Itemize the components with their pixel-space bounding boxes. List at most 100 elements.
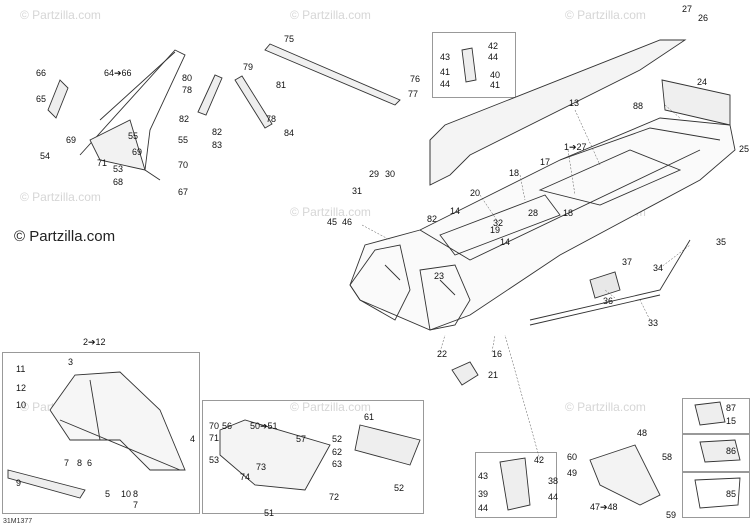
callout: 42 [488,41,499,51]
callout: 7 [133,500,139,510]
callout: 39 [478,489,489,499]
callout: 7 [64,458,70,468]
callout: 21 [488,370,499,380]
callout: 11 [16,364,26,374]
callout: 43 [478,471,489,481]
callout: 62 [332,447,343,457]
callout: 73 [256,462,267,472]
callout: 1➔27 [564,142,587,152]
callout: 81 [276,80,287,90]
callout: 70 [178,160,189,170]
callout: 53 [209,455,220,465]
callout: 87 [726,403,737,413]
callout: 3 [68,357,74,367]
callout: 61 [364,412,375,422]
callout: 5 [105,489,111,499]
callout: 24 [697,77,708,87]
callout: 4 [190,434,196,444]
callout: 76 [410,74,421,84]
callout: 29 [369,169,380,179]
callout: 16 [492,349,503,359]
callout: 14 [450,206,461,216]
callout: 48 [637,428,648,438]
callout: 33 [648,318,659,328]
callout: 84 [284,128,295,138]
callout: 56 [222,421,233,431]
callout: 74 [240,472,251,482]
callout: 70 [209,421,220,431]
callout: 82 [427,214,438,224]
callout: 82 [212,127,223,137]
callout: 50➔51 [250,421,278,431]
callout: 77 [408,89,419,99]
callout: 55 [128,131,139,141]
callout: 9 [16,478,22,488]
callout: 40 [490,70,501,80]
callout: 13 [569,98,580,108]
callout: 52 [394,483,405,493]
callout: 47➔48 [590,502,618,512]
callout: 45 [327,217,338,227]
callout: 67 [178,187,189,197]
callout: 52 [332,434,343,444]
callout: 53 [113,164,124,174]
callout: 68 [113,177,124,187]
inset-box-cover [475,452,557,518]
callout: 88 [633,101,644,111]
watermark: © Partzilla.com [290,205,371,219]
callout: 23 [434,271,445,281]
callout: 75 [284,34,295,44]
callout: 8 [77,458,83,468]
callout: 44 [548,492,559,502]
watermark: © Partzilla.com [290,400,371,414]
callout: 31 [352,186,363,196]
watermark: © Partzilla.com [290,8,371,22]
callout: 41 [490,80,501,90]
callout: 54 [40,151,51,161]
callout: 6 [87,458,93,468]
callout: 35 [716,237,727,247]
callout: 71 [209,433,220,443]
callout: 49 [567,468,578,478]
callout: 32 [493,218,504,228]
callout: 83 [212,140,223,150]
callout: 25 [739,144,750,154]
drawing-code: 31M1377 [3,518,33,525]
watermark: © Partzilla.com [565,400,646,414]
callout: 69 [132,147,143,157]
callout: 44 [488,52,499,62]
callout: 58 [662,452,673,462]
callout: 15 [726,416,737,426]
callout: 37 [622,257,633,267]
inset-box-front-frame [2,352,200,514]
callout: 19 [490,225,501,235]
callout: 8 [133,489,139,499]
callout: 26 [698,13,709,23]
callout: 30 [385,169,396,179]
callout: 72 [329,492,340,502]
callout: 59 [666,510,677,520]
callout: 51 [264,508,275,518]
callout: 55 [178,135,189,145]
callout: 2➔12 [83,337,106,347]
inset-box-skid-plate [202,400,424,514]
callout: 86 [726,446,737,456]
callout: 44 [478,503,489,513]
watermark: © Partzilla.com [20,190,101,204]
callout: 10 [121,489,132,499]
callout: 63 [332,459,343,469]
watermark: © Partzilla.com [20,8,101,22]
callout: 71 [97,158,108,168]
callout: 82 [179,114,190,124]
callout: 57 [296,434,307,444]
callout: 36 [603,296,614,306]
callout: 42 [534,455,545,465]
callout: 18 [563,208,574,218]
callout: 38 [548,476,559,486]
callout: 17 [540,157,551,167]
callout: 18 [509,168,520,178]
callout: 10 [16,400,27,410]
callout: 28 [528,208,539,218]
